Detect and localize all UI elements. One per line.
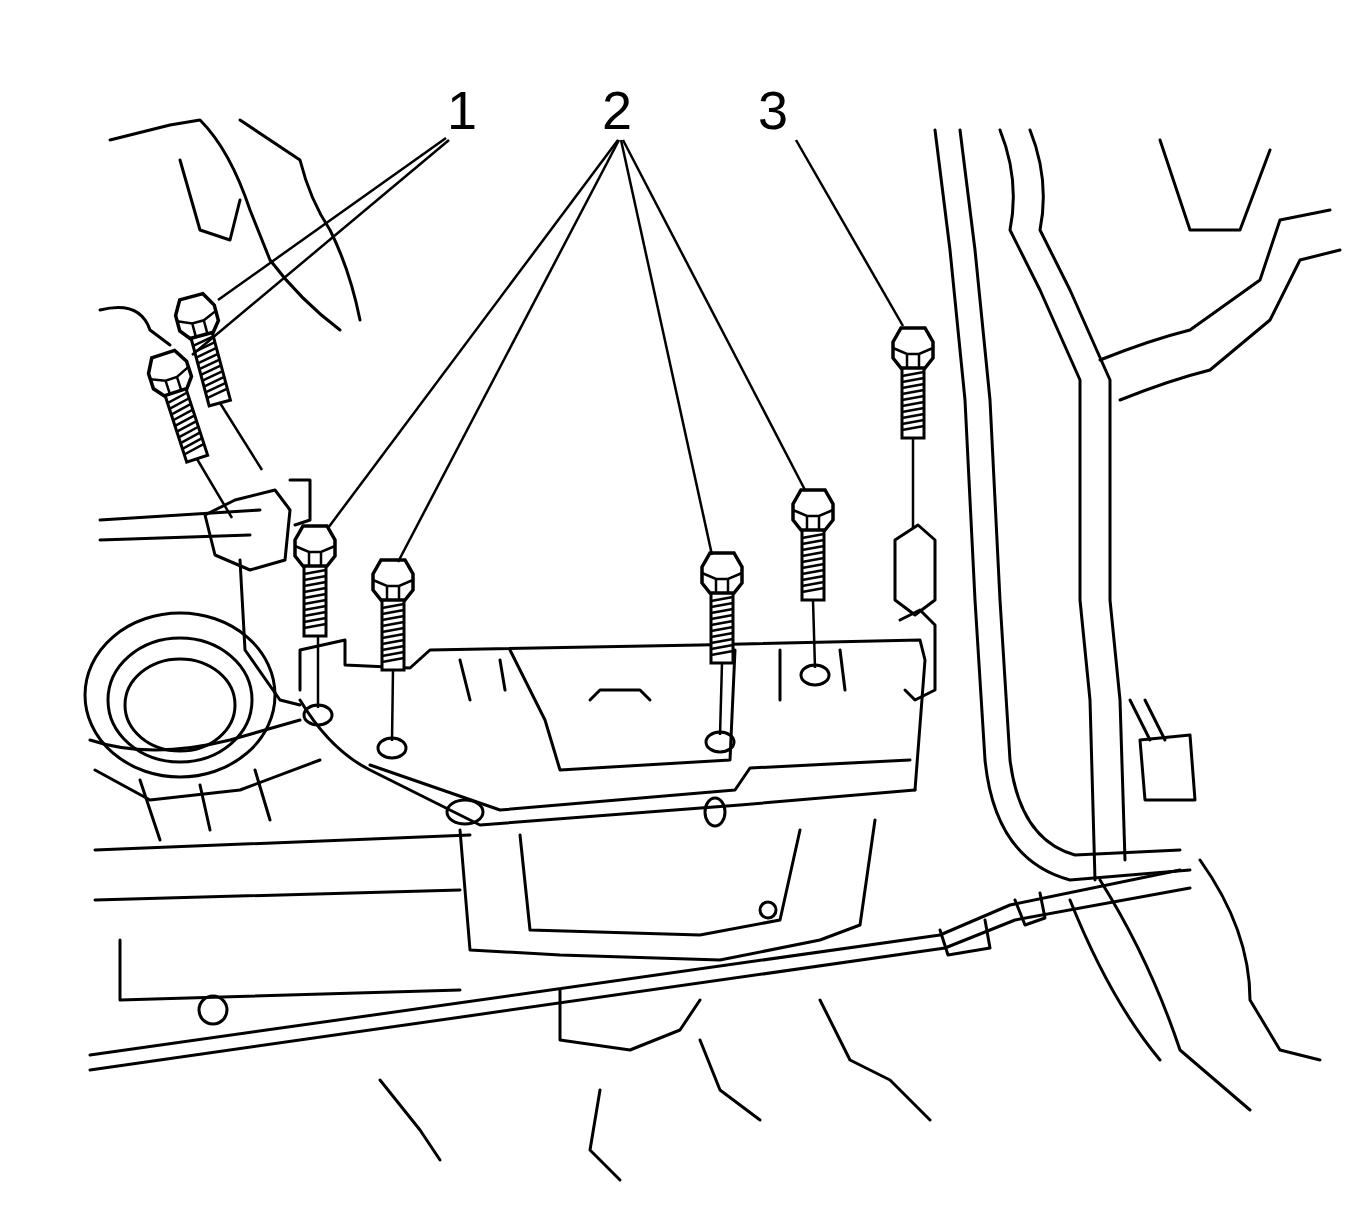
callout-number: 1 bbox=[444, 83, 480, 137]
leader-lines bbox=[192, 138, 903, 562]
bolt-axis-lines bbox=[197, 403, 913, 741]
callout-number: 2 bbox=[599, 83, 635, 137]
callout-number: 3 bbox=[755, 83, 791, 137]
bolts bbox=[144, 292, 933, 670]
housing-outlines bbox=[85, 120, 1340, 1180]
